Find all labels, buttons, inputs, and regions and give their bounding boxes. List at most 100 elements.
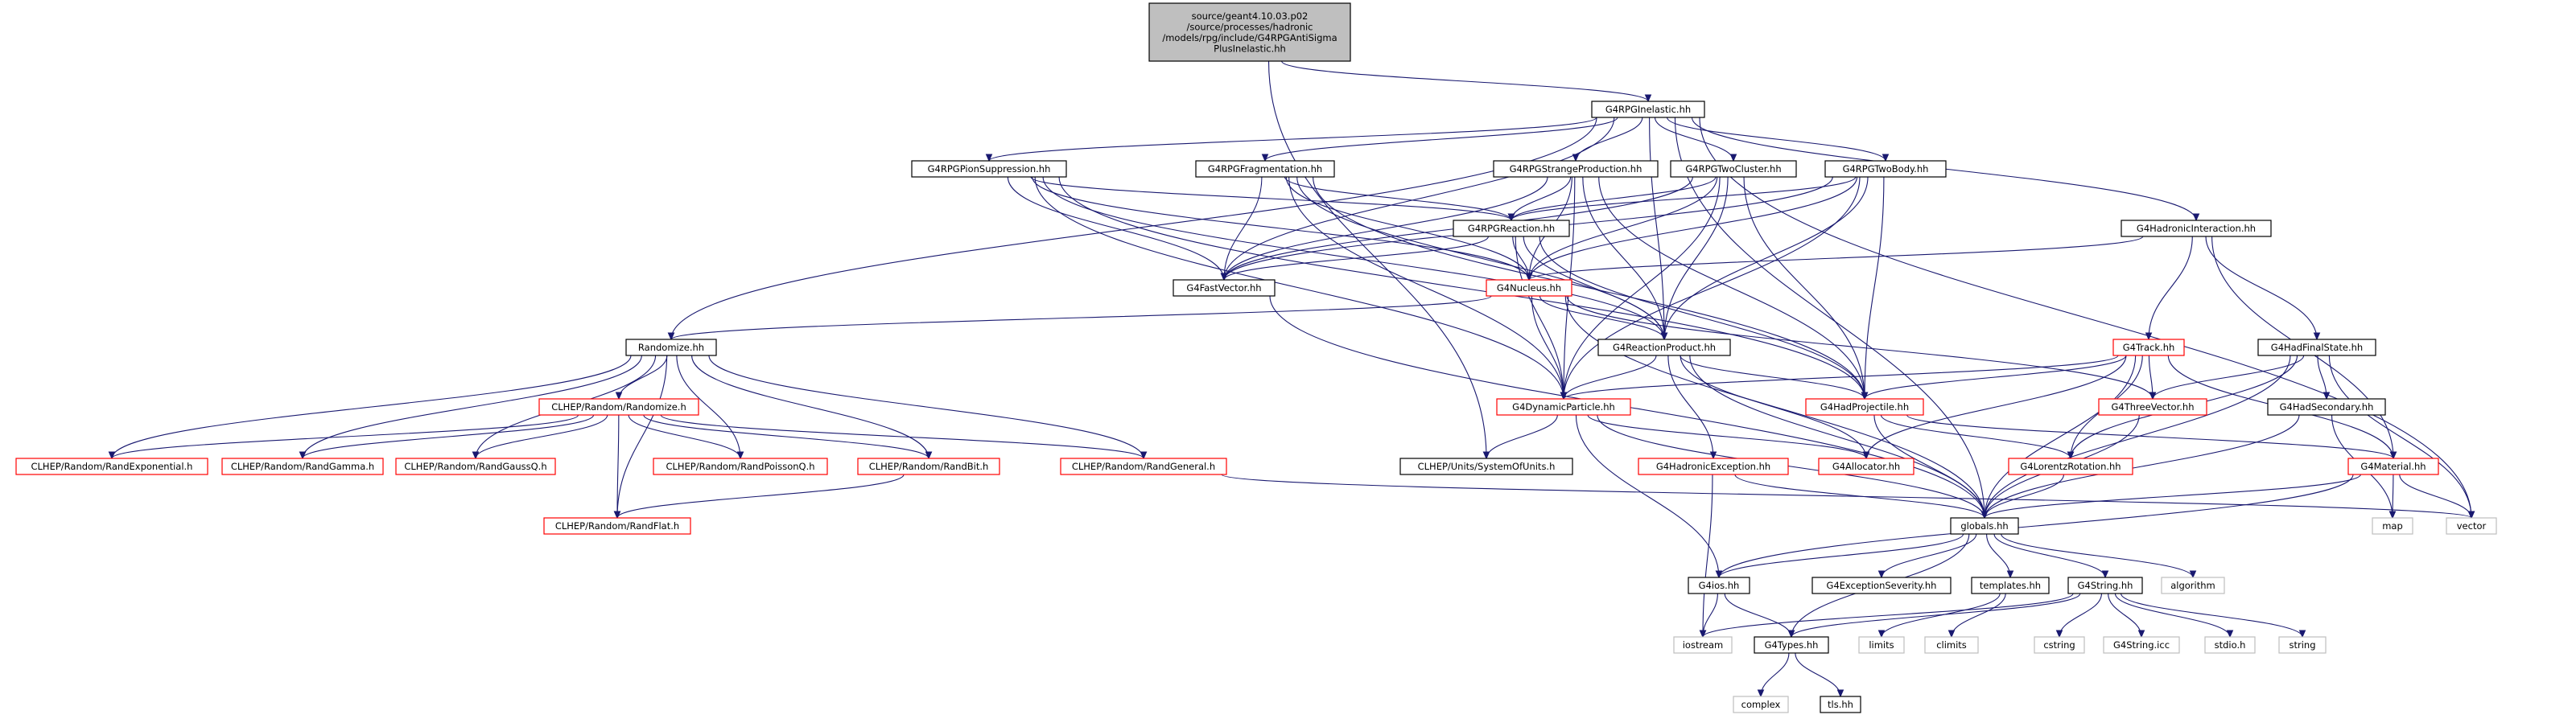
arrowhead — [2388, 511, 2397, 520]
node-box — [1924, 636, 1979, 654]
node-vector[interactable]: vector — [2446, 517, 2497, 535]
arrowhead — [1877, 570, 1886, 579]
node-climits[interactable]: climits — [1924, 636, 1979, 654]
node-root[interactable]: source/geant4.10.03.p02/source/processes… — [1148, 2, 1351, 62]
arrowhead — [2226, 630, 2234, 639]
node-iostream[interactable]: iostream — [1673, 636, 1733, 654]
node-g4string[interactable]: G4String.hh — [2067, 577, 2143, 594]
edge-material-to-globals — [1980, 474, 2361, 520]
node-strange[interactable]: G4RPGStrangeProduction.hh — [1493, 160, 1659, 178]
node-track[interactable]: G4Track.hh — [2112, 339, 2185, 356]
edge-material-to-map — [2388, 474, 2397, 520]
edge-inelastic-to-pionsupp — [985, 117, 1597, 162]
edge-hadinter-to-nucleus — [1525, 236, 2144, 281]
node-limits[interactable]: limits — [1858, 636, 1905, 654]
node-box — [2161, 577, 2225, 594]
node-randgaussq[interactable]: CLHEP/Random/RandGaussQ.h — [395, 458, 556, 475]
arrowhead — [2323, 392, 2331, 400]
node-sysunits[interactable]: CLHEP/Units/SystemOfUnits.h — [1399, 458, 1573, 475]
node-randbit[interactable]: CLHEP/Random/RandBit.h — [857, 458, 1000, 475]
node-hadproj[interactable]: G4HadProjectile.hh — [1805, 398, 1924, 416]
arrowhead — [108, 451, 116, 460]
node-hadsec[interactable]: G4HadSecondary.hh — [2267, 398, 2386, 416]
edge-track-to-dynpart — [1560, 355, 2119, 400]
edge-inelastic-to-vector — [1699, 117, 2475, 520]
node-randgamma[interactable]: CLHEP/Random/RandGamma.h — [221, 458, 384, 475]
arrowhead — [2192, 213, 2200, 222]
node-randexp[interactable]: CLHEP/Random/RandExponential.h — [15, 458, 208, 475]
edge-reactprod-to-hadexc — [1667, 355, 1717, 460]
node-excsev[interactable]: G4ExceptionSeverity.hh — [1811, 577, 1952, 594]
node-complex[interactable]: complex — [1733, 696, 1789, 713]
node-map[interactable]: map — [2372, 517, 2413, 535]
arrowhead — [2006, 570, 2014, 579]
node-box — [1818, 458, 1914, 475]
node-label: G4HadProjectile.hh — [1820, 401, 1909, 413]
node-globals[interactable]: globals.hh — [1950, 517, 2019, 535]
node-hadinter[interactable]: G4HadronicInteraction.hh — [2121, 220, 2272, 237]
node-allocator[interactable]: G4Allocator.hh — [1818, 458, 1914, 475]
node-nucleus[interactable]: G4Nucleus.hh — [1486, 279, 1572, 297]
node-stdio[interactable]: stdio.h — [2204, 636, 2256, 654]
node-fragment[interactable]: G4RPGFragmentation.hh — [1195, 160, 1335, 178]
arrowhead — [2298, 630, 2306, 639]
node-cstring[interactable]: cstring — [2034, 636, 2085, 654]
node-string[interactable]: string — [2278, 636, 2327, 654]
node-randflat[interactable]: CLHEP/Random/RandFlat.h — [543, 517, 691, 535]
node-threevec[interactable]: G4ThreeVector.hh — [2098, 398, 2207, 416]
arrowhead — [2189, 570, 2197, 579]
edge-g4string-to-g4stringicc — [2108, 593, 2145, 639]
edge-randomize-to-randgeneral — [708, 355, 1148, 460]
node-pionsupp[interactable]: G4RPGPionSuppression.hh — [911, 160, 1067, 178]
node-label: G4String.icc — [2113, 639, 2170, 651]
arrowhead — [2145, 332, 2153, 341]
edge-globals-to-excsev — [1877, 533, 1977, 579]
node-label: climits — [1936, 639, 1967, 651]
node-box — [2278, 636, 2327, 654]
node-g4ios[interactable]: G4ios.hh — [1688, 577, 1750, 594]
node-inelastic[interactable]: G4RPGInelastic.hh — [1591, 101, 1705, 118]
node-box — [1805, 398, 1924, 416]
node-box — [1688, 577, 1750, 594]
node-reaction[interactable]: G4RPGReaction.hh — [1453, 220, 1570, 237]
edge-clhepr-to-randpoisson — [628, 414, 744, 460]
node-label: vector — [2457, 520, 2487, 532]
node-g4types[interactable]: G4Types.hh — [1754, 636, 1829, 654]
node-label: G4ExceptionSeverity.hh — [1827, 580, 1937, 591]
edge-g4ios-to-g4types — [1724, 593, 1795, 639]
arrowhead — [613, 511, 621, 520]
node-fastvector[interactable]: G4FastVector.hh — [1173, 279, 1276, 297]
node-clhepr[interactable]: CLHEP/Random/Randomize.h — [538, 398, 699, 416]
node-dynpart[interactable]: G4DynamicParticle.hh — [1496, 398, 1631, 416]
node-g4stringicc[interactable]: G4String.icc — [2103, 636, 2180, 654]
node-tlshh[interactable]: tls.hh — [1820, 696, 1861, 713]
arrowhead — [1699, 630, 1707, 639]
node-reactprod[interactable]: G4ReactionProduct.hh — [1597, 339, 1731, 356]
node-hadfinal[interactable]: G4HadFinalState.hh — [2257, 339, 2376, 356]
node-hadexc[interactable]: G4HadronicException.hh — [1638, 458, 1789, 475]
node-box — [2372, 517, 2413, 535]
node-label: G4HadFinalState.hh — [2271, 342, 2363, 353]
node-label: G4HadronicInteraction.hh — [2137, 223, 2256, 234]
node-randomize[interactable]: Randomize.hh — [625, 339, 717, 356]
node-material[interactable]: G4Material.hh — [2347, 458, 2439, 475]
edge-inelastic-to-twobody — [1667, 117, 1890, 162]
node-box — [1591, 101, 1705, 118]
node-algorithm[interactable]: algorithm — [2161, 577, 2225, 594]
node-label: CLHEP/Random/RandGaussQ.h — [404, 461, 546, 472]
edge-randomize-to-randflat — [613, 355, 668, 520]
node-twocluster[interactable]: G4RPGTwoCluster.hh — [1670, 160, 1797, 178]
node-lorentz[interactable]: G4LorentzRotation.hh — [2008, 458, 2133, 475]
node-templates[interactable]: templates.hh — [1971, 577, 2050, 594]
node-randgeneral[interactable]: CLHEP/Random/RandGeneral.h — [1060, 458, 1227, 475]
node-box — [1453, 220, 1570, 237]
node-box — [1496, 398, 1631, 416]
edges-layer — [108, 60, 2475, 698]
node-twobody[interactable]: G4RPGTwoBody.hh — [1824, 160, 1947, 178]
node-label: G4Material.hh — [2360, 461, 2426, 472]
arrowhead — [1660, 332, 1668, 341]
node-randpoisson[interactable]: CLHEP/Random/RandPoissonQ.h — [653, 458, 828, 475]
edge-inelastic-to-twocluster — [1654, 117, 1737, 162]
node-box — [1173, 279, 1276, 297]
node-box — [2121, 220, 2272, 237]
